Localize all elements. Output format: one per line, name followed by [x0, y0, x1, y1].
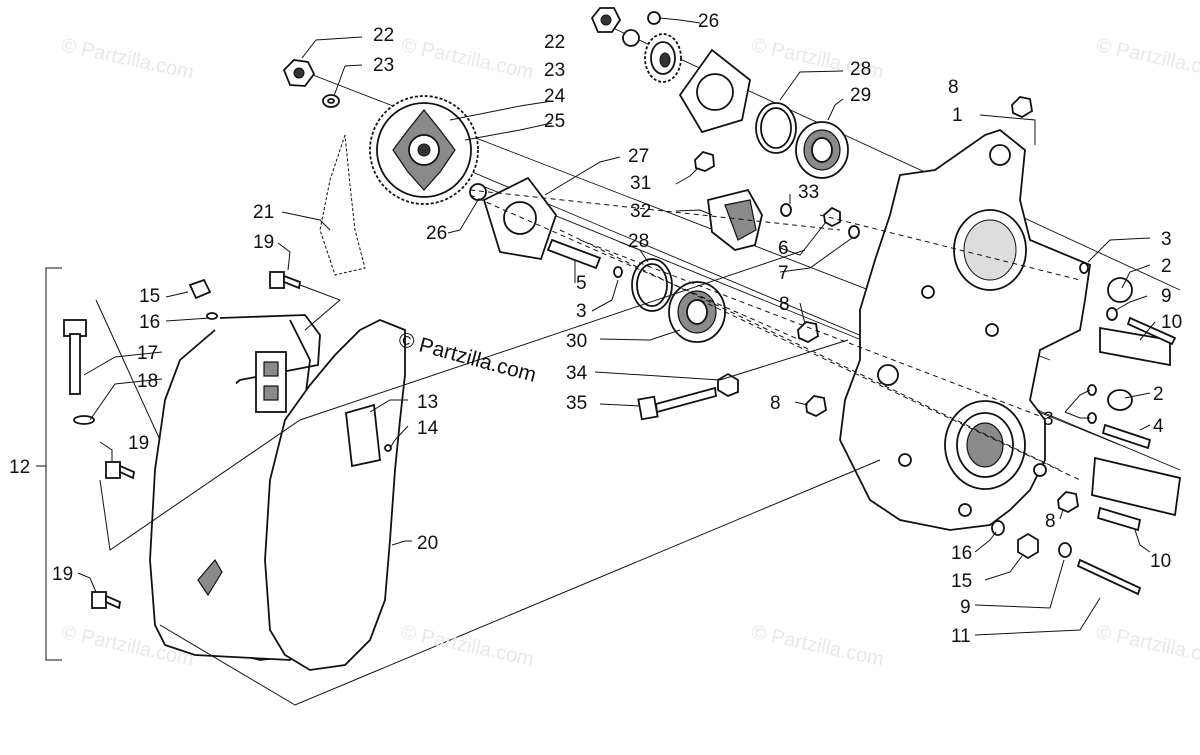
- callout-16: 16: [951, 543, 973, 564]
- callout-9: 9: [1161, 286, 1172, 307]
- callout-15: 15: [139, 286, 161, 307]
- callout-4: 4: [1153, 416, 1164, 437]
- callout-8: 8: [779, 294, 790, 315]
- callout-12: 12: [9, 457, 31, 478]
- callout-23: 23: [544, 60, 566, 81]
- stud-5: [546, 238, 623, 278]
- callout-15: 15: [951, 571, 973, 592]
- large-sprocket-24: [369, 95, 479, 205]
- callout-3: 3: [1043, 409, 1054, 430]
- callout-28: 28: [628, 231, 650, 252]
- callout-29: 29: [850, 85, 872, 106]
- callout-19: 19: [128, 433, 150, 454]
- callout-2: 2: [1161, 256, 1172, 277]
- assembly-outline: [95, 249, 881, 706]
- bracket-32: [694, 150, 860, 251]
- callout-19: 19: [52, 564, 74, 585]
- callout-26: 26: [426, 223, 448, 244]
- callout-2: 2: [1153, 384, 1164, 405]
- callout-22: 22: [544, 32, 566, 53]
- callout-32: 32: [630, 201, 652, 222]
- callout-8: 8: [770, 393, 781, 414]
- callout-13: 13: [417, 392, 439, 413]
- callout-10: 10: [1161, 312, 1183, 333]
- callout-6: 6: [778, 238, 789, 259]
- orings-bearings: [631, 102, 849, 343]
- callout-28: 28: [850, 59, 872, 80]
- callout-3: 3: [1161, 229, 1172, 250]
- callout-10: 10: [1150, 551, 1172, 572]
- callout-34: 34: [566, 363, 588, 384]
- dipstick-17: [63, 278, 218, 425]
- callout-23: 23: [373, 55, 395, 76]
- callout-24: 24: [544, 86, 566, 107]
- callout-19: 19: [253, 232, 275, 253]
- small-sprocket-25: [590, 7, 682, 83]
- callout-1: 1: [952, 105, 963, 126]
- callout-27: 27: [628, 146, 650, 167]
- callout-11: 11: [951, 626, 971, 647]
- gear-case-1: [839, 128, 1091, 531]
- nuts-8: [797, 96, 1079, 514]
- callout-21: 21: [253, 202, 275, 223]
- callout-14: 14: [417, 418, 439, 439]
- callout-30: 30: [566, 331, 588, 352]
- callout-20: 20: [417, 533, 439, 554]
- callout-18: 18: [137, 371, 159, 392]
- group-bracket-12: [36, 267, 62, 661]
- callout-8: 8: [1045, 511, 1056, 532]
- callout-33: 33: [798, 182, 820, 203]
- callout-22: 22: [373, 25, 395, 46]
- callout-35: 35: [566, 393, 588, 414]
- callout-26: 26: [698, 11, 720, 32]
- callout-16: 16: [139, 312, 161, 333]
- drive-chain-21: [319, 134, 366, 276]
- callout-3: 3: [576, 301, 587, 322]
- bearing-flanges-27: [482, 48, 751, 261]
- callout-8: 8: [948, 77, 959, 98]
- callout-31: 31: [630, 173, 652, 194]
- callout-9: 9: [960, 597, 971, 618]
- cover-plate-13: [345, 403, 392, 468]
- callout-7: 7: [778, 263, 789, 284]
- bolts-19: [91, 271, 302, 610]
- guide-lines: [469, 189, 1081, 481]
- bolt-35-nut-34: [637, 372, 739, 421]
- callout-17: 17: [137, 343, 159, 364]
- leader-lines: [77, 17, 1156, 636]
- nut-22-washer-23: [282, 59, 340, 108]
- right-hardware: [991, 262, 1182, 596]
- callout-25: 25: [544, 111, 566, 132]
- callout-5: 5: [576, 273, 587, 294]
